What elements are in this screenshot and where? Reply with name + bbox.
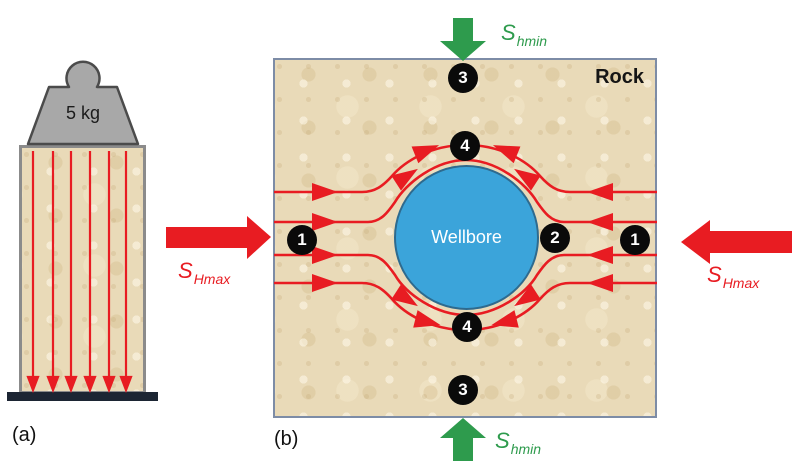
- wellbore-circle: Wellbore: [394, 165, 539, 310]
- rock-column: [19, 145, 146, 394]
- shmax-label-left: SHmax: [178, 258, 231, 287]
- shmax-arrow-right: [681, 220, 792, 264]
- marker-4-bottom: 4: [452, 312, 482, 342]
- marker-3-top: 3: [448, 63, 478, 93]
- shmax-arrow-left: [166, 216, 271, 259]
- marker-2-right-of-wellbore: 2: [540, 223, 570, 253]
- wellbore-label: Wellbore: [431, 227, 502, 247]
- weight-label: 5 kg: [65, 103, 101, 123]
- rock-label: Rock: [595, 66, 644, 88]
- marker-1-right: 1: [620, 225, 650, 255]
- shmin-arrow-bottom: [440, 418, 486, 461]
- panel-b-label: (b): [274, 428, 299, 450]
- panel-a-label: (a): [12, 424, 37, 446]
- ground-base: [7, 392, 158, 401]
- shmax-label-right: SHmax: [707, 262, 760, 291]
- shmin-label-bottom: Shmin: [495, 428, 542, 457]
- marker-4-top: 4: [450, 131, 480, 161]
- shmin-arrow-top: [440, 18, 486, 61]
- marker-1-left: 1: [287, 225, 317, 255]
- shmin-label-top: Shmin: [501, 20, 548, 49]
- marker-3-bottom: 3: [448, 375, 478, 405]
